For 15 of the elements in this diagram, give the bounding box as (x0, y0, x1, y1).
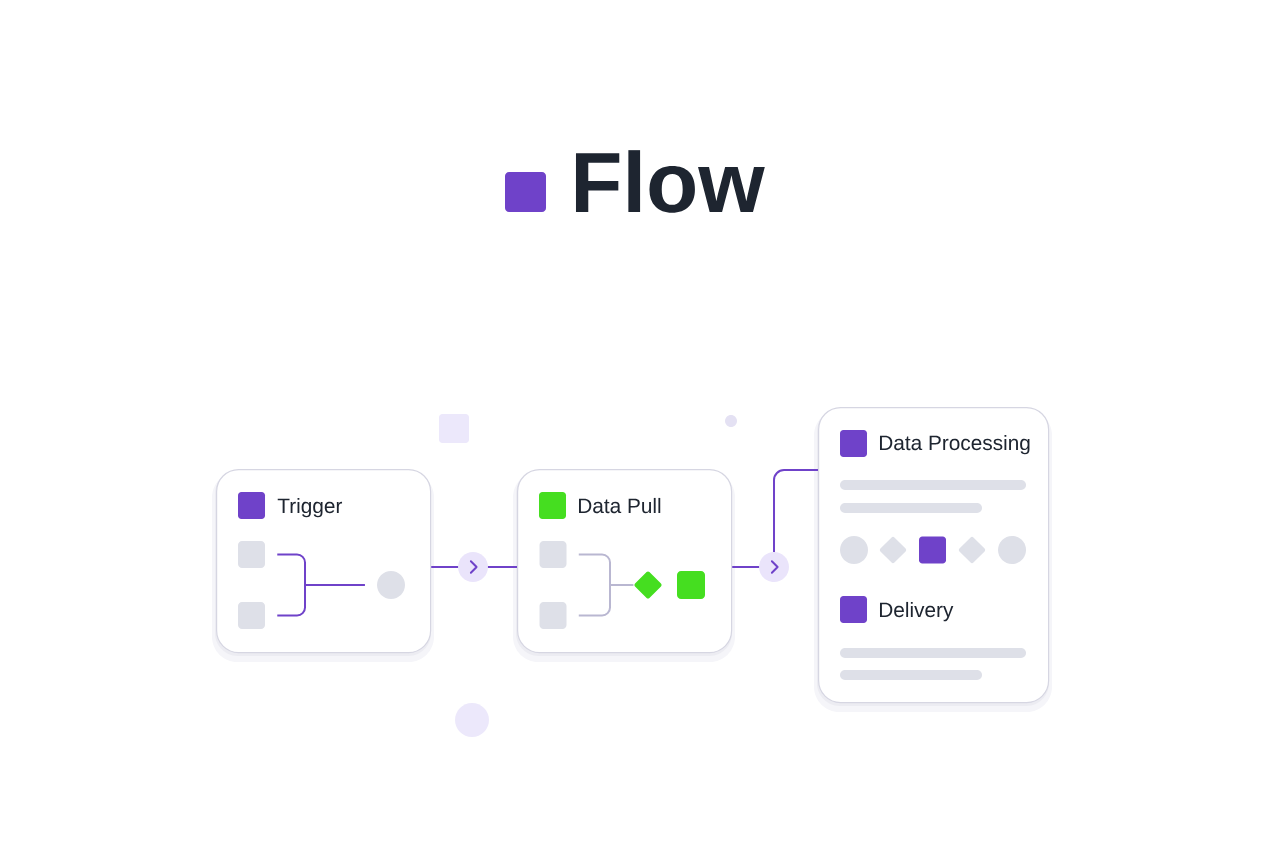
title: Flow (576, 150, 765, 213)
square-shape (677, 571, 705, 599)
placeholder-circle (377, 571, 405, 599)
card-title: Trigger (277, 497, 343, 518)
placeholder-square (238, 602, 265, 629)
connector-line (276, 584, 366, 617)
card-title: Data Processing (880, 434, 1030, 455)
card-title: Data Pull (579, 497, 661, 514)
connector-arrow (731, 469, 819, 582)
placeholder-square (539, 602, 567, 629)
connector-line (577, 584, 635, 617)
diamond-shape (634, 571, 662, 599)
connector-arrow (430, 552, 518, 582)
placeholder-square (238, 541, 265, 568)
card-title: Delivery (880, 601, 954, 622)
